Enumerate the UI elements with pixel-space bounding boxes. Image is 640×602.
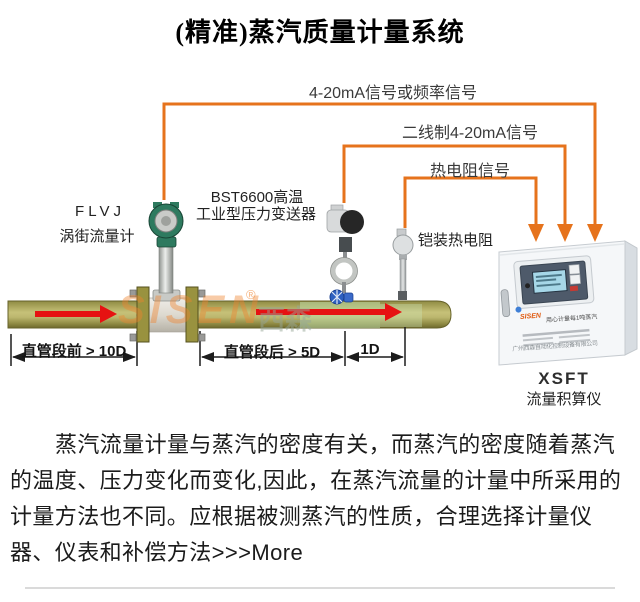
dimension-1d-label: 1D [360,341,380,358]
pressure-transmitter-graphic [326,204,364,305]
totalizer-cabinet-graphic [498,240,638,366]
flowmeter-name-label: 涡街流量计 [59,228,135,245]
cabinet-brand-label: SISEN [519,312,542,321]
flow-arrows [35,303,402,323]
flowmeter-model-label: FLVJ [75,203,125,220]
dimension-before-label: 直管段前 > 10D [21,343,127,360]
page-title: (精准)蒸汽质量计量系统 [175,18,465,47]
totalizer-model-label: XSFT [538,369,590,388]
more-link[interactable]: >>>More [211,540,304,565]
transmitter-name-label: 工业型压力变送器 [195,206,317,223]
paragraph-text: 蒸汽流量计量与蒸汽的密度有关，而蒸汽的密度随着蒸汽的温度、压力变化而变化,因此，… [10,432,622,565]
bottom-divider [25,587,615,589]
signal-label-two-wire-4-20ma: 二线制4-20mA信号 [401,125,539,142]
body-paragraph: 蒸汽流量计量与蒸汽的密度有关，而蒸汽的密度随着蒸汽的温度、压力变化而变化,因此，… [10,427,630,571]
dimension-after-label: 直管段后 > 5D [223,344,321,361]
rtd-name-label: 铠装热电阻 [418,232,494,249]
signal-label-4-20ma-or-frequency: 4-20mA信号或频率信号 [308,85,478,102]
signal-lines [162,102,603,242]
signal-label-rtd: 热电阻信号 [429,163,511,180]
transmitter-model-label: BST6600高温 [210,189,304,206]
vortex-flowmeter-graphic [129,202,206,343]
rtd-graphic [392,228,414,300]
totalizer-name-label: 流量积算仪 [526,391,602,408]
